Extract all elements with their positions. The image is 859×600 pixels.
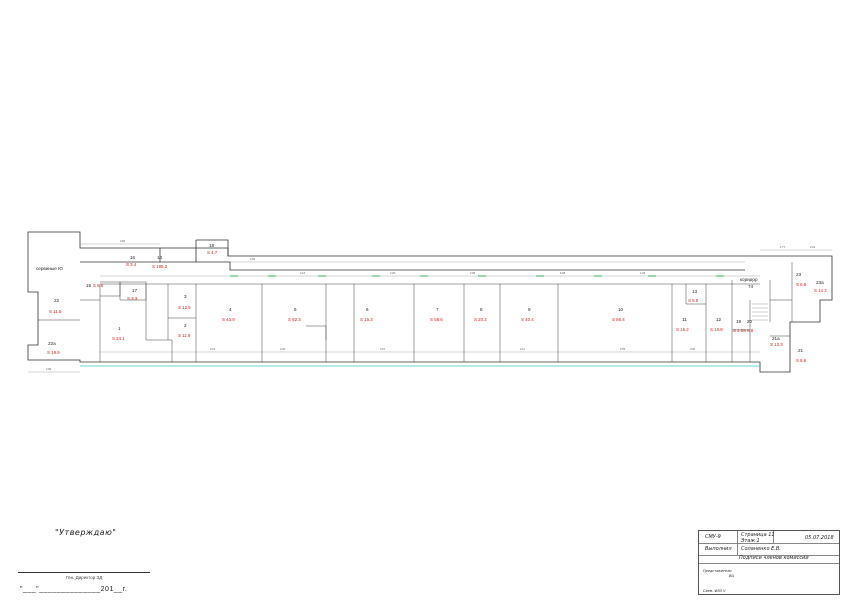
approval-date-line: "___"______________201__г.: [20, 586, 128, 593]
stamp-page: Страница 11: [741, 532, 775, 538]
stamp-rep-sub: ВЦ: [729, 574, 735, 578]
room-5-area: S 62.3: [288, 317, 301, 322]
stamp-subject: Подписи членов комиссии: [739, 555, 809, 561]
room-16-label: 16: [130, 255, 136, 260]
room-11-area: S 16.2: [676, 327, 689, 332]
room-10-label: 10: [618, 307, 624, 312]
room-3-label: 3: [184, 294, 187, 299]
room-22-area: S 11.5: [49, 309, 62, 314]
dim-label: 2.96: [250, 257, 256, 261]
room-22-label: 22: [54, 298, 60, 303]
dim-label: 3.82: [120, 239, 126, 243]
room-6-label: 6: [366, 307, 369, 312]
room-13-area: S 5.5: [688, 298, 699, 303]
dim-label: 2.55: [620, 347, 626, 351]
room-21a-label: 21a: [772, 336, 780, 341]
room-14-area: S 195.2: [152, 264, 168, 269]
room-1-label: 1: [118, 326, 121, 331]
room-1-area: S 34.1: [112, 336, 125, 341]
stamp-divider: [773, 531, 774, 543]
dim-label: 1.93: [640, 271, 646, 275]
wall-outline: [27, 231, 833, 373]
room-21-label: 21: [798, 348, 804, 353]
dim-label: 1.77: [780, 245, 786, 249]
left-note: сервиные Ю: [36, 266, 63, 271]
room-labels: 1 S 34.1 2 S 11.9 3 S 12.5 4 S 43.9 5 S …: [47, 243, 827, 363]
dim-label: 6.08: [560, 271, 566, 275]
room-19-label: 19: [736, 319, 742, 324]
dim-label: 3.00: [690, 347, 696, 351]
corridor-number: 74: [748, 284, 754, 289]
room-7-label: 7: [436, 307, 439, 312]
room-20-area: S 8.8: [743, 328, 754, 333]
dim-label: 4.19: [210, 347, 216, 351]
stair-hatch: [752, 303, 768, 321]
room-4-label: 4: [229, 307, 232, 312]
stamp-executor: Соланенко Е.В.: [741, 546, 781, 552]
room-17-area: S 3.3: [127, 296, 138, 301]
room-9-area: S 40.4: [521, 317, 534, 322]
stamp-date: 05.07.2018: [805, 535, 834, 541]
room-22a-label: 22a: [48, 341, 56, 346]
stamp-org: СМУ-9: [705, 534, 721, 540]
stamp-rep-label: Представители: [703, 569, 732, 573]
approval-caption: Ген. Директор ЗД: [66, 575, 103, 580]
stamp-row: [699, 531, 839, 544]
stamp-floor: Этаж 1: [741, 538, 760, 544]
room-15-label: 15: [86, 283, 92, 288]
partition-walls: [38, 262, 793, 362]
room-4-area: S 43.9: [222, 317, 235, 322]
dim-label: 2.01: [810, 245, 816, 249]
signature-line: [18, 572, 150, 573]
dim-label: 4.16: [300, 271, 306, 275]
room-18-label: 18: [209, 243, 215, 248]
room-3-area: S 12.5: [178, 305, 191, 310]
stamp-row: [699, 555, 839, 564]
room-23-area: S 6.8: [796, 282, 807, 287]
dimension-labels: 3.82 2.96 4.16 4.20 2.98 6.08 1.93 4.19 …: [46, 239, 816, 371]
dim-label: 2.98: [470, 271, 476, 275]
room-15-area: S 6.6: [93, 283, 104, 288]
room-12-label: 12: [716, 317, 722, 322]
room-10-area: S 86.4: [612, 317, 625, 322]
room-7-area: S 58.6: [430, 317, 443, 322]
room-2-area: S 11.9: [178, 333, 191, 338]
room-16-area: S 3.4: [126, 262, 137, 267]
room-11-label: 11: [682, 317, 687, 322]
stamp-footer: Схем. ФЗЗ V: [703, 589, 726, 593]
room-2-label: 2: [184, 323, 187, 328]
dim-label: 2.57: [380, 347, 386, 351]
room-20-label: 20: [747, 319, 753, 324]
dim-label: 4.11: [520, 347, 525, 351]
room-5-label: 5: [294, 307, 297, 312]
room-23a-label: 23a: [816, 280, 824, 285]
dim-label: 4.09: [46, 367, 52, 371]
room-23a-area: S 14.2: [814, 288, 827, 293]
room-8-area: S 20.2: [474, 317, 487, 322]
room-19-area: S 2.0: [733, 328, 744, 333]
corridor-label: коридор: [740, 277, 758, 282]
dim-label: 4.20: [390, 271, 396, 275]
room-12-area: S 16.8: [710, 327, 723, 332]
title-stamp: СМУ-9 Страница 11 Этаж 1 05.07.2018 Выпо…: [698, 530, 840, 595]
room-6-area: S 15.3: [360, 317, 373, 322]
room-18-area: S 4.7: [207, 250, 218, 255]
room-8-label: 8: [480, 307, 483, 312]
room-22a-area: S 19.9: [47, 350, 60, 355]
room-21-area: S 8.6: [796, 358, 807, 363]
dimension-lines: [28, 243, 832, 373]
room-21a-area: S 13.3: [770, 342, 783, 347]
room-17-label: 17: [132, 288, 138, 293]
dim-label: 3.44: [280, 347, 286, 351]
room-13-label: 13: [692, 289, 698, 294]
room-9-label: 9: [528, 307, 531, 312]
room-14-label: 14: [157, 255, 163, 260]
stamp-executor-label: Выполнил: [705, 546, 732, 552]
room-23-label: 23: [796, 272, 802, 277]
approval-title: "Утверждаю": [55, 528, 117, 537]
stamp-row: [699, 543, 839, 556]
